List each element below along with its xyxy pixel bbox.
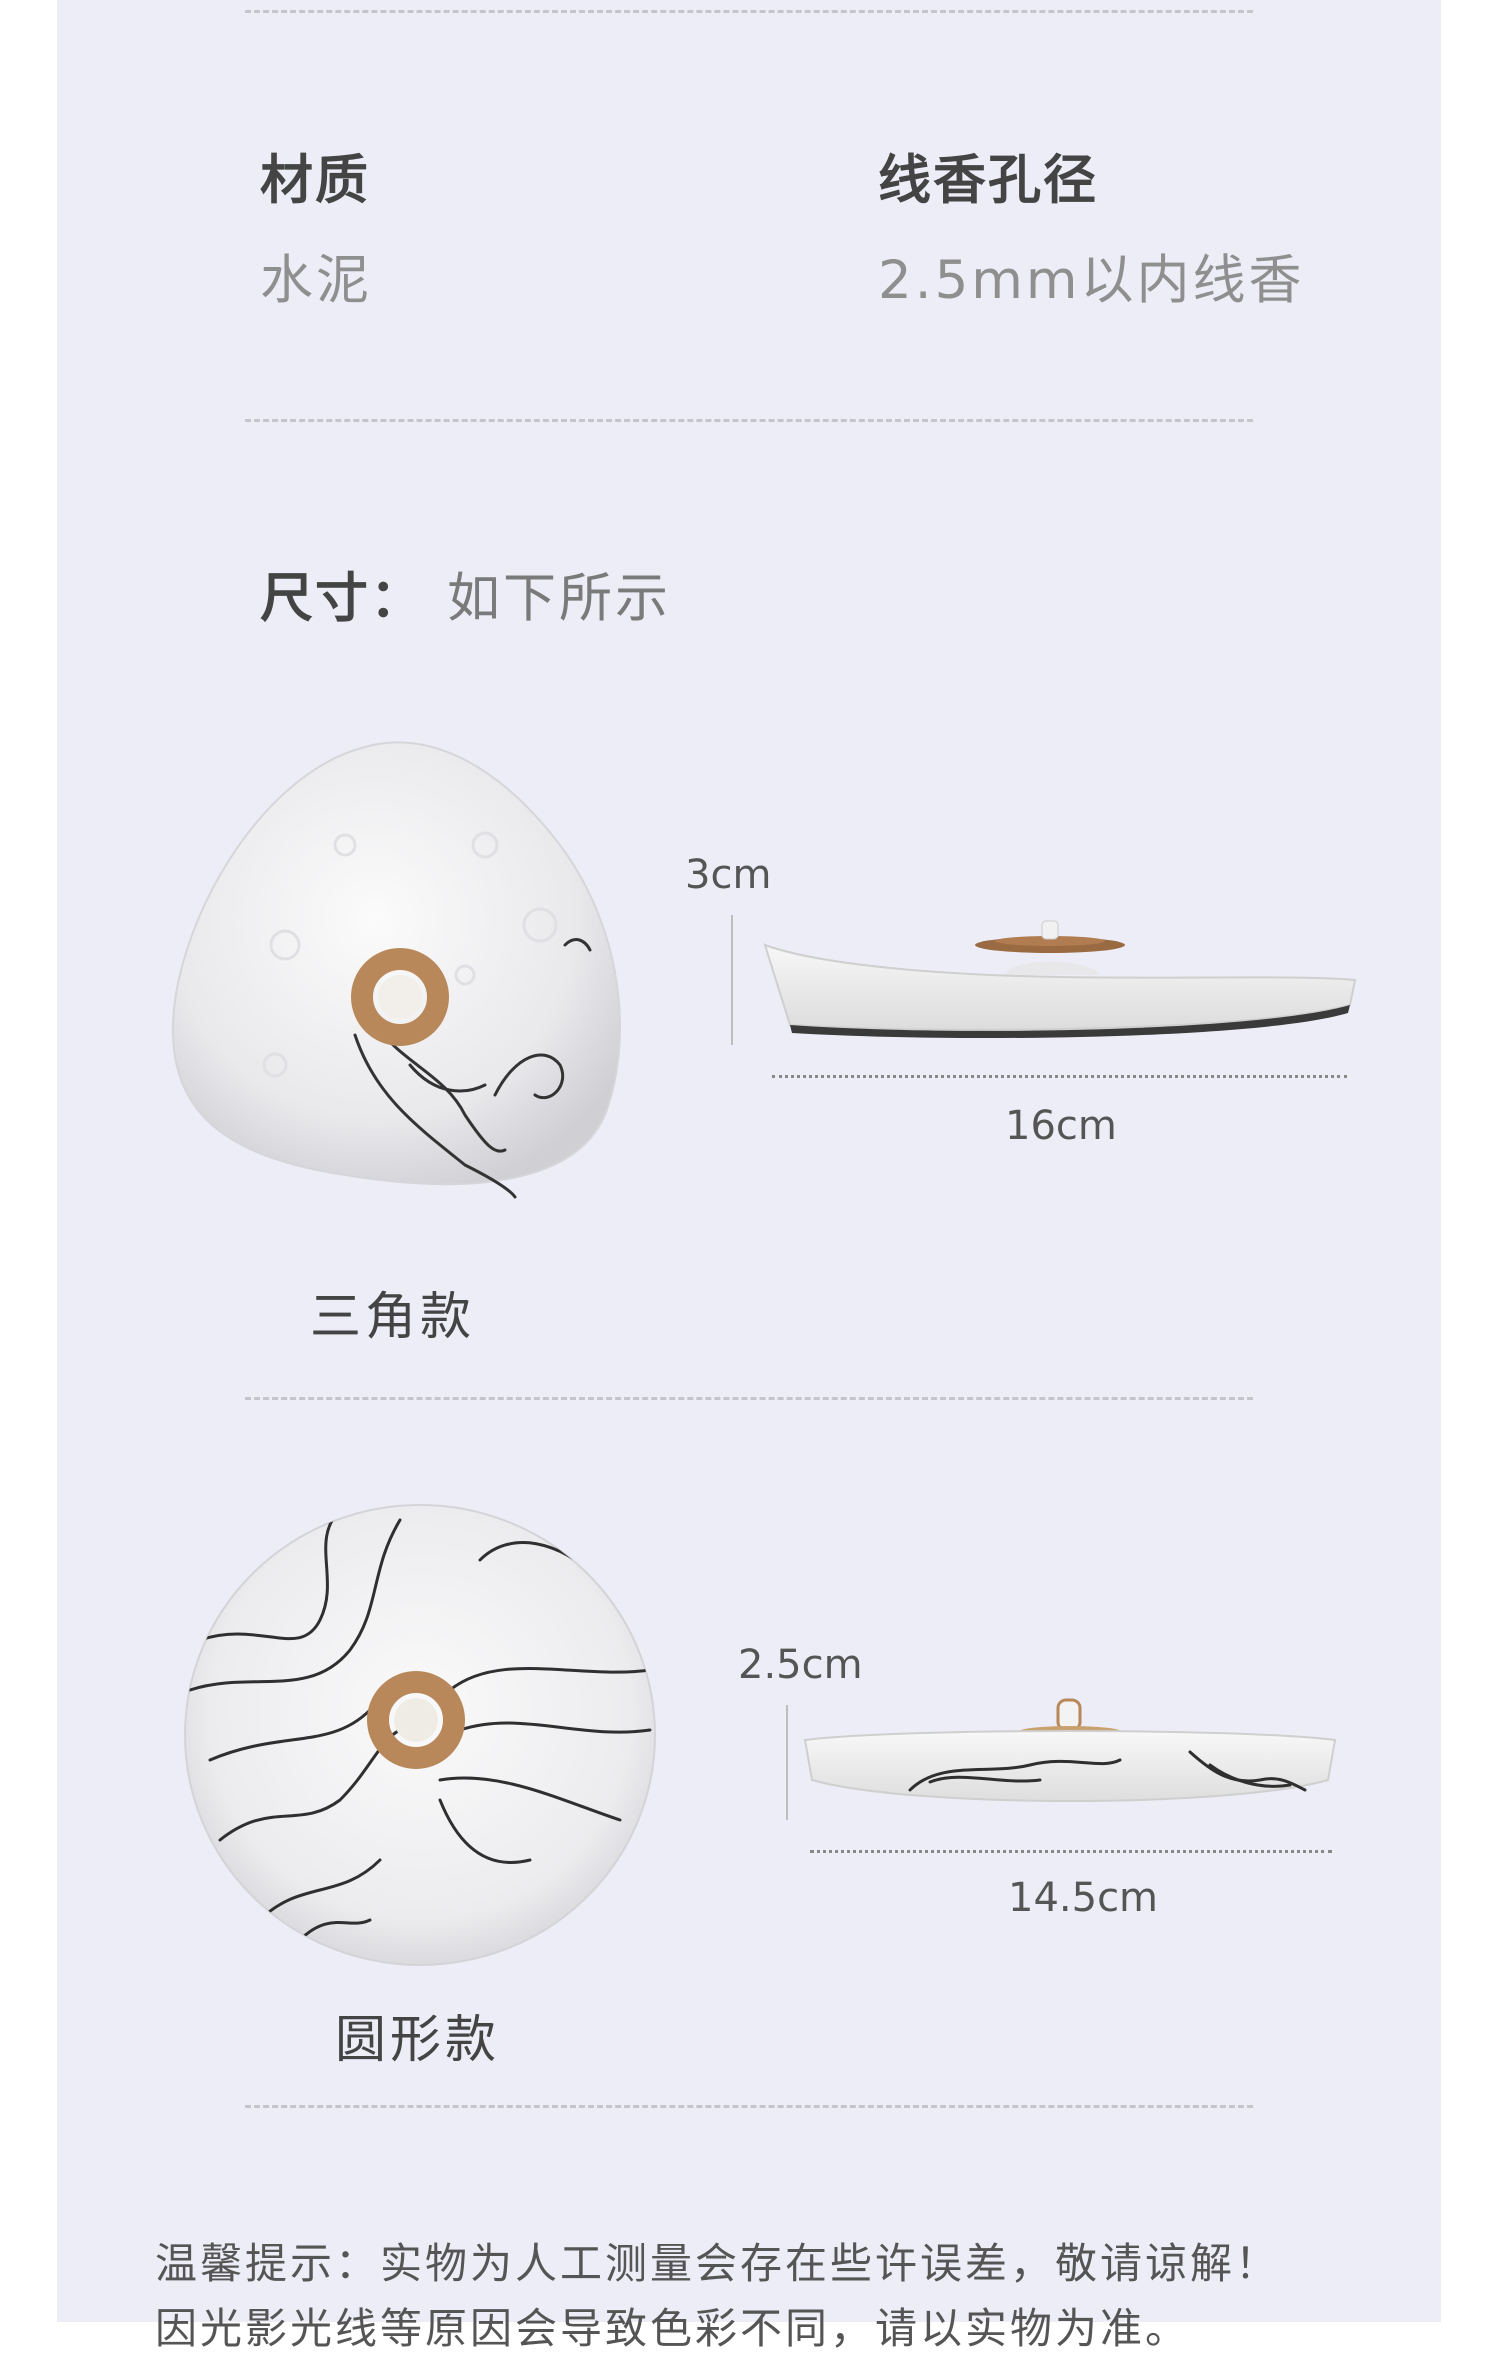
material-label: 材质 <box>260 150 370 211</box>
hole-diameter-label: 线香孔径 <box>878 150 1098 211</box>
round-holder-side-photo <box>803 1698 1337 1802</box>
triangle-height-line <box>731 915 733 1045</box>
triangle-height-label: 3cm <box>685 852 772 898</box>
round-width-line <box>810 1850 1332 1853</box>
divider <box>245 419 1253 422</box>
triangle-holder-top-photo <box>171 741 621 1199</box>
hole-diameter-value: 2.5mm以内线香 <box>878 250 1305 311</box>
divider <box>245 1397 1253 1400</box>
notice-line-1: 温馨提示：实物为人工测量会存在些许误差，敬请谅解！ <box>155 2239 1281 2288</box>
material-value: 水泥 <box>260 250 372 311</box>
round-height-label: 2.5cm <box>738 1642 863 1688</box>
divider <box>245 10 1253 13</box>
triangle-width-label: 16cm <box>1005 1103 1117 1149</box>
notice-line-2: 因光影光线等原因会导致色彩不同，请以实物为准。 <box>155 2304 1191 2353</box>
divider <box>245 2105 1253 2108</box>
size-label: 尺寸： <box>260 568 425 629</box>
size-value: 如下所示 <box>447 568 671 629</box>
round-holder-top-photo <box>184 1504 656 1966</box>
triangle-variant-name: 三角款 <box>310 1288 476 1347</box>
round-width-label: 14.5cm <box>1008 1875 1159 1921</box>
triangle-holder-side-photo <box>763 920 1357 1039</box>
triangle-width-line <box>772 1075 1347 1078</box>
round-variant-name: 圆形款 <box>335 2011 501 2070</box>
round-height-line <box>786 1705 788 1820</box>
